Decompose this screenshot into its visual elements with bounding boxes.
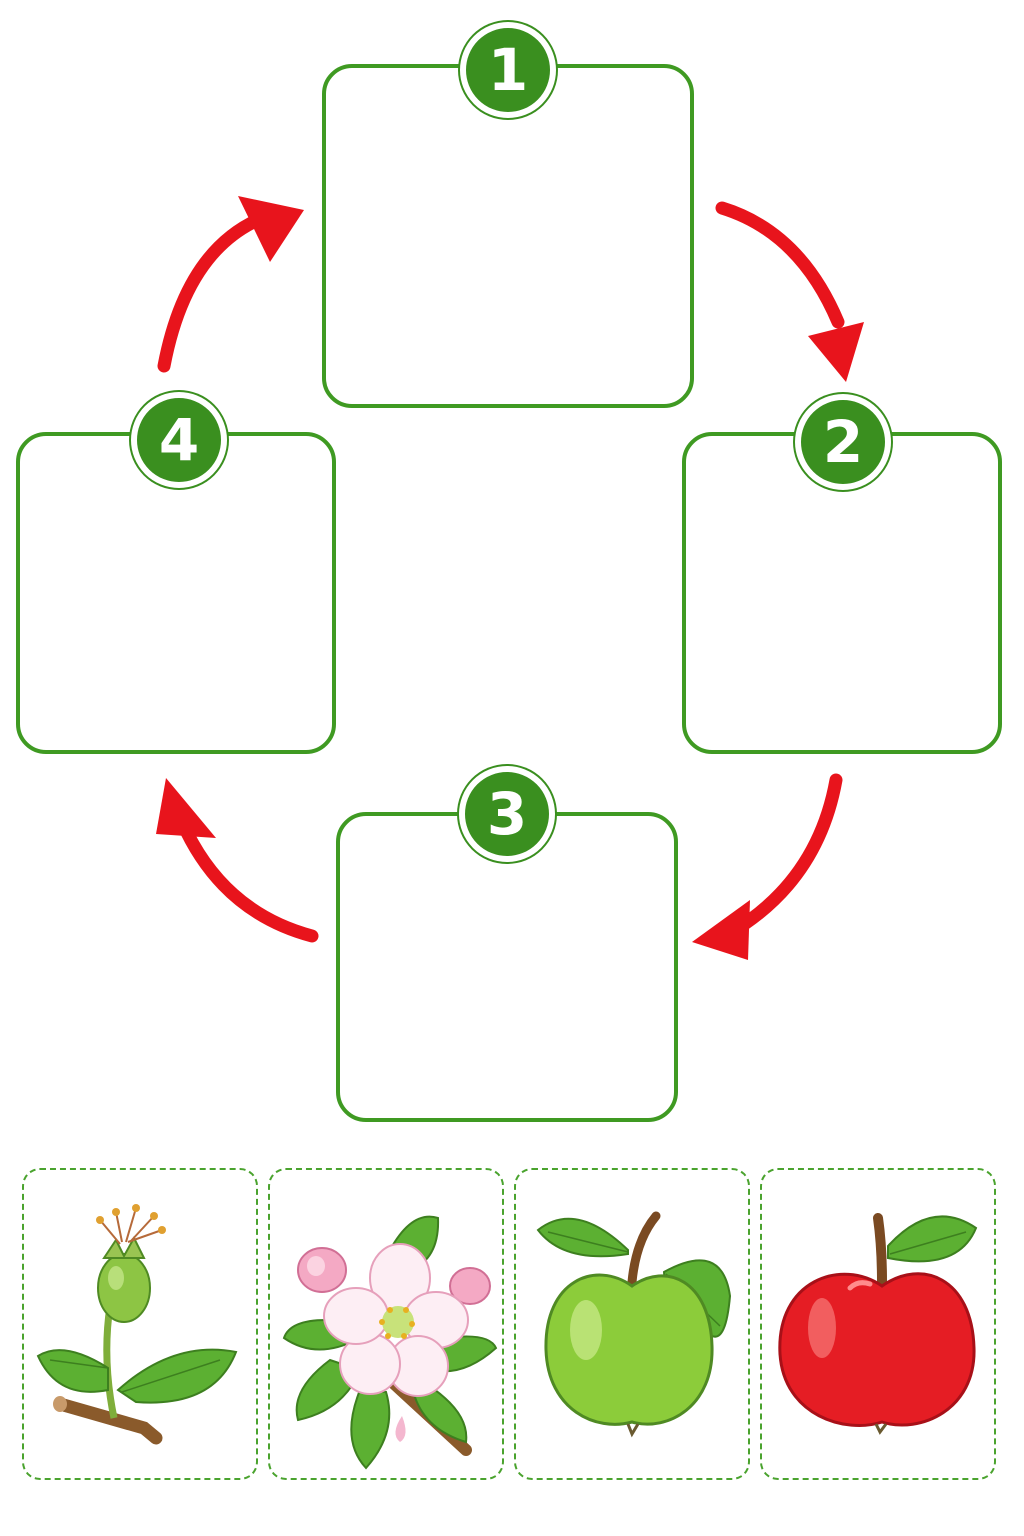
card-apple-blossom[interactable] [268, 1168, 504, 1480]
step-4-badge: 4 [131, 392, 227, 488]
card-apple-bud[interactable] [22, 1168, 258, 1480]
arrow-3-to-4 [175, 815, 319, 943]
card-red-apple[interactable] [760, 1168, 996, 1480]
step-2-badge: 2 [795, 394, 891, 490]
red-apple-icon [778, 1213, 978, 1435]
arrowhead-2-to-3 [692, 900, 750, 960]
arrow-4-to-1 [157, 211, 269, 373]
step-3-badge: 3 [459, 766, 555, 862]
apple-bud-icon [36, 1204, 238, 1445]
arrowhead-1-to-2 [808, 322, 864, 382]
arrowhead-3-to-4 [156, 778, 216, 838]
arrow-2-to-3 [725, 773, 843, 939]
card-green-apple[interactable] [514, 1168, 750, 1480]
arrowhead-4-to-1 [238, 196, 304, 262]
apple-blossom-icon [282, 1215, 498, 1470]
step-1-badge: 1 [460, 22, 556, 118]
green-apple-icon [536, 1211, 732, 1438]
step-3-box[interactable] [336, 812, 678, 1122]
step-1-box[interactable] [322, 64, 694, 408]
arrow-1-to-2 [715, 201, 845, 329]
